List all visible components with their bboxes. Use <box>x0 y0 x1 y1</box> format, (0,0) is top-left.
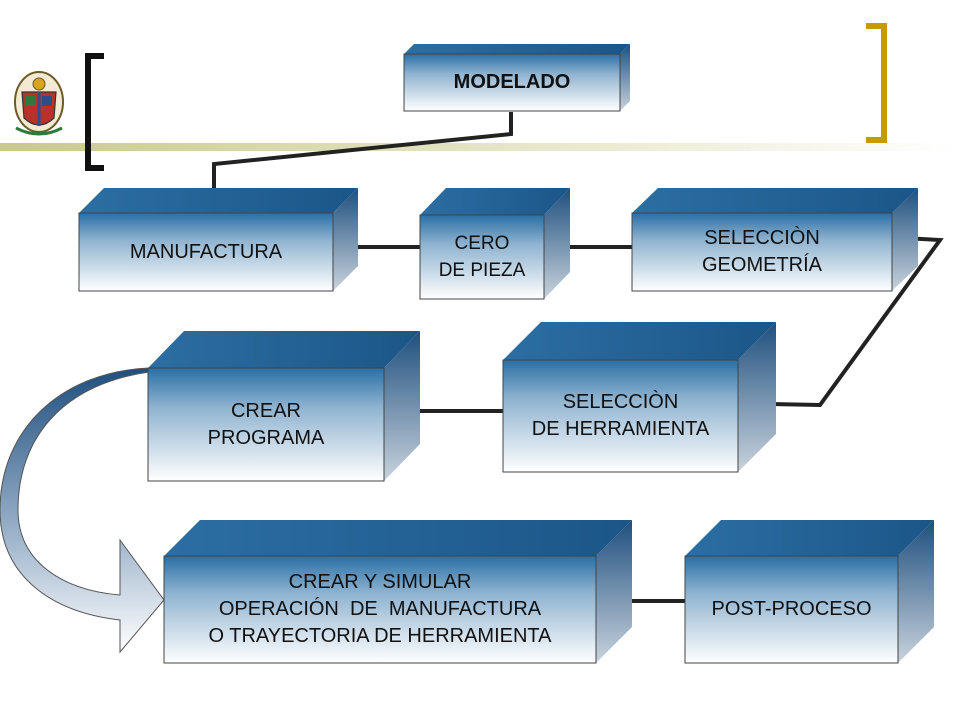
box-post-proceso <box>684 520 934 664</box>
header-rule <box>0 143 960 151</box>
node-label-seleccion-geometria: SELECCIÒN GEOMETRÍA <box>701 227 822 276</box>
box-seleccion-geometria <box>631 188 918 292</box>
box-crear-simular <box>163 520 632 664</box>
node-label-manufactura: MANUFACTURA <box>129 240 283 263</box>
left-bracket <box>85 53 104 171</box>
connector-geometria-herramienta <box>769 236 944 408</box>
box-modelado <box>403 44 630 112</box>
node-label-seleccion-herramienta: SELECCIÒN DE HERRAMIENTA <box>531 391 710 440</box>
node-label-post-proceso: POST-PROCESO <box>711 598 872 620</box>
node-label-crear-simular: CREAR Y SIMULAR OPERACIÓN DE MANUFACTURA… <box>208 571 552 647</box>
node-label-crear-programa: CREAR PROGRAMA <box>207 399 325 449</box>
node-label-cero-de-pieza: CERO DE PIEZA <box>438 233 526 281</box>
box-cero-de-pieza <box>419 188 570 300</box>
node-label-modelado: MODELADO <box>453 71 571 93</box>
curved-arrow <box>0 367 165 654</box>
box-manufactura <box>78 188 358 292</box>
right-bracket <box>866 23 887 143</box>
box-crear-programa <box>147 331 420 482</box>
connectors <box>212 112 944 603</box>
box-seleccion-herramienta <box>502 322 776 473</box>
university-coat-of-arms-icon <box>14 71 64 136</box>
connector-modelado-manufactura <box>212 112 513 192</box>
